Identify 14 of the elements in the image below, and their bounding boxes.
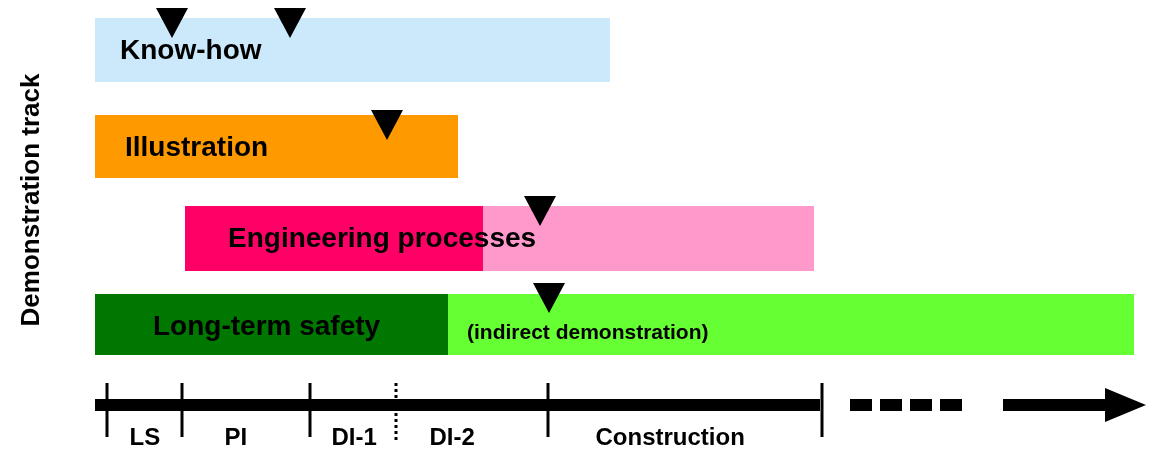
phase-label: LS [129,425,161,449]
phase-bar [95,18,610,82]
phase-label: DI-1 [331,425,377,449]
phase-label: DI-2 [429,425,475,449]
phase-title: Long-term safety [153,312,381,340]
phase-bar [185,206,814,271]
phase-title: Illustration [125,133,269,161]
axis-title: Demonstration track [16,73,43,327]
phase-label: PI [224,425,248,449]
phase-bar [95,294,1134,355]
phase-title: Know-how [120,36,262,64]
phase-note: (indirect demonstration) [467,320,709,342]
phase-label: Construction [595,425,745,449]
phase-bar [95,115,458,178]
